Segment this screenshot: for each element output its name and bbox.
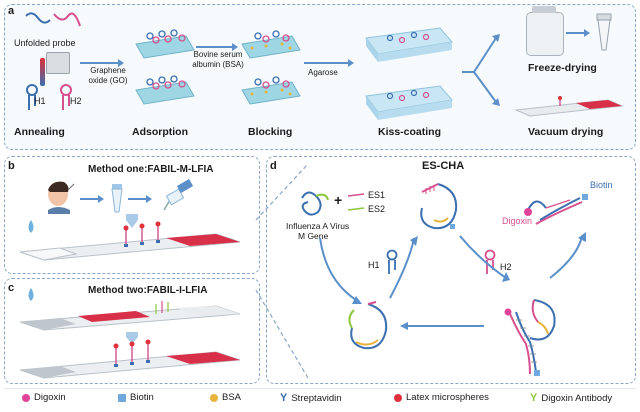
bsa-dot-icon <box>210 393 218 402</box>
panel-b <box>4 156 260 274</box>
arrow-tube-to-pipette <box>128 195 152 203</box>
cycle-arrows <box>319 232 586 330</box>
step-vacuum-drying: Vacuum drying <box>528 126 604 138</box>
h1-label: H1 <box>34 96 46 106</box>
fork-arrows <box>462 34 500 106</box>
arrow-annealing-to-adsorption <box>80 59 124 67</box>
legend-latex: Latex microspheres <box>394 392 489 403</box>
gene-label-line1: Influenza A Virus <box>286 221 350 231</box>
panel-a-label: a <box>8 5 15 17</box>
streptavidin-y-icon: Y <box>280 392 288 404</box>
vacuum-drying-strip <box>514 96 624 117</box>
digoxin-label: Digoxin <box>502 216 533 226</box>
h1-complex-icon <box>348 301 388 350</box>
go-sheet-bottom <box>135 75 195 105</box>
product-duplex-icon <box>524 194 588 225</box>
blocking-sheet-top <box>241 30 301 59</box>
panel-connectors <box>255 163 309 379</box>
legend-bsa: BSA <box>210 392 241 403</box>
drop-icon-c <box>28 288 34 301</box>
legend-digoxin: Digoxin <box>22 392 66 403</box>
tube-icon <box>596 13 612 51</box>
bottle-cap <box>532 6 556 13</box>
es2-strand-icon <box>347 207 365 211</box>
dropper-down-arrow <box>126 214 138 228</box>
thermocycler-icon <box>46 52 70 74</box>
hairpin-h1-icon <box>26 84 38 110</box>
legend-latex-label: Latex microspheres <box>406 392 489 403</box>
step-annealing: Annealing <box>14 126 65 138</box>
legend-antibody-label: Digoxin Antibody <box>541 392 613 404</box>
legend-digoxin-label: Digoxin <box>34 392 66 403</box>
hairpin-h1-d-icon <box>386 249 398 274</box>
latex-microsphere-icon <box>394 393 402 402</box>
panel-c <box>4 278 260 384</box>
pipette-icon <box>163 179 194 211</box>
unfolded-probe-icons <box>25 12 81 27</box>
legend-bsa-label: BSA <box>222 392 242 403</box>
panel-b-label: b <box>8 160 15 172</box>
biotin-square-icon <box>118 393 126 402</box>
es1-label: ES1 <box>368 190 386 200</box>
legend-biotin-label: Biotin <box>130 392 154 403</box>
h1-h2-duplex-icon <box>504 299 556 376</box>
temperature-gradient-bar <box>40 58 45 86</box>
legend-streptavidin-label: Streptavidin <box>291 392 342 404</box>
panel-b-title: Method one:FABIL-M-LFIA <box>88 164 214 175</box>
es2-label: ES2 <box>368 204 386 214</box>
nasal-swab-person-icon <box>48 181 75 214</box>
unfolded-probe-label: Unfolded probe <box>14 38 76 48</box>
arrow-bottle-to-tube <box>566 29 590 37</box>
h1-d-label: H1 <box>368 260 380 270</box>
panel-c-label: c <box>8 282 15 294</box>
legend-streptavidin: Y Streptavidin <box>280 392 342 404</box>
hairpin-h2-icon <box>60 84 72 110</box>
go-sheet-top <box>135 29 195 59</box>
digoxin-dot-icon <box>22 393 30 402</box>
panel-d-label: d <box>270 160 277 172</box>
es1-strand-icon <box>347 193 365 197</box>
h2-d-label: H2 <box>500 262 512 272</box>
dropper-down-arrow-c <box>126 332 138 344</box>
step-freeze-drying: Freeze-drying <box>528 62 597 74</box>
legend-digoxin-antibody: Y Digoxin Antibody <box>530 392 612 404</box>
kiss-coating-gel-top <box>365 27 453 62</box>
bsa-label: Bovine serum albumin (BSA) <box>192 50 244 69</box>
go-label: Graphene oxide (GO) <box>88 66 128 85</box>
gene-label-line2: M Gene <box>298 231 329 241</box>
arrow-adsorption-to-blocking <box>196 43 238 51</box>
agarose-label: Agarose <box>308 68 338 77</box>
kiss-coating-gel-bottom <box>365 85 453 120</box>
arrow-blocking-to-kiss-coating <box>304 59 354 67</box>
drop-icon <box>28 220 34 233</box>
panel-d-title: ES-CHA <box>422 160 465 172</box>
blocking-sheet-bottom <box>241 76 301 105</box>
lfia-strip-c-bottom <box>19 339 241 379</box>
antibody-y-icon: Y <box>530 392 538 404</box>
lfia-strip-c-top <box>19 301 241 331</box>
reagent-bottle-icon <box>526 12 564 56</box>
legend-bar <box>4 388 636 409</box>
panel-c-title: Method two:FABIL-I-LFIA <box>88 285 208 296</box>
h2-label: H2 <box>70 96 82 106</box>
lfia-strip-b <box>19 221 241 261</box>
arrow-swab-to-tube <box>80 195 104 203</box>
panel-d <box>266 156 636 384</box>
step-kiss-coating: Kiss-coating <box>378 126 442 138</box>
target-gene-icon <box>301 191 329 216</box>
es-target-complex-icon <box>420 183 458 230</box>
step-adsorption: Adsorption <box>132 126 188 138</box>
biotin-label: Biotin <box>590 180 613 190</box>
step-blocking: Blocking <box>248 126 293 138</box>
plus-sign: + <box>334 192 343 208</box>
legend-biotin: Biotin <box>118 392 154 403</box>
sample-tube-icon <box>111 184 123 213</box>
